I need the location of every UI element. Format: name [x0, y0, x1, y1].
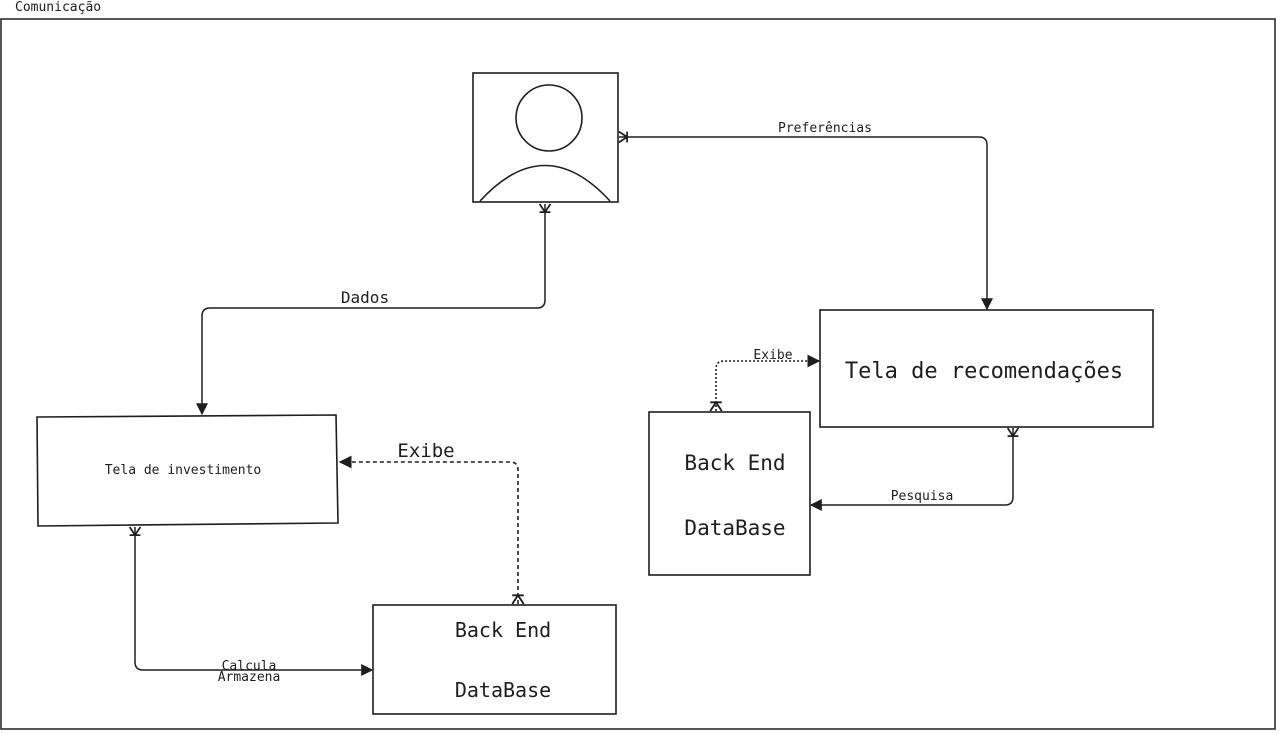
- edge-dados-label: Dados: [341, 288, 389, 307]
- edge-pesquisa-label: Pesquisa: [891, 489, 954, 504]
- backend-right-line1: Back End: [684, 451, 785, 475]
- tela-recomendacoes-node[interactable]: Tela de recomendações: [819, 309, 1154, 428]
- edge-calcula-armazena[interactable]: Calcula Armazena: [128, 526, 374, 685]
- frame-border: [0, 18, 1276, 730]
- edge-exibe-left-label: Exibe: [397, 440, 454, 462]
- edge-pesquisa[interactable]: Pesquisa: [809, 427, 1020, 511]
- backend-right-line2: DataBase: [684, 516, 785, 540]
- edge-dados[interactable]: Dados: [196, 203, 552, 416]
- user-avatar-icon: [479, 84, 611, 202]
- edge-preferencias[interactable]: Preferências: [618, 121, 993, 311]
- edge-exibe-right[interactable]: Exibe: [709, 348, 821, 412]
- tela-investimento-node[interactable]: Tela de investimento: [36, 414, 339, 527]
- edge-preferencias-label: Preferências: [778, 121, 872, 136]
- edge-calcula-label: Calcula: [222, 659, 277, 674]
- edge-armazena-label: Armazena: [218, 670, 281, 685]
- backend-left-node[interactable]: Back End DataBase: [372, 604, 617, 715]
- tela-investimento-label: Tela de investimento: [105, 463, 262, 478]
- frame-title: Comunicação: [15, 0, 102, 15]
- tela-recomendacoes-label: Tela de recomendações: [845, 359, 1123, 384]
- edge-exibe-left[interactable]: Exibe: [338, 440, 525, 605]
- backend-left-line2: DataBase: [455, 678, 551, 702]
- backend-right-node[interactable]: Back End DataBase: [648, 411, 811, 576]
- edge-exibe-right-label: Exibe: [753, 348, 792, 363]
- backend-left-line1: Back End: [455, 618, 551, 642]
- user-node[interactable]: [472, 72, 619, 203]
